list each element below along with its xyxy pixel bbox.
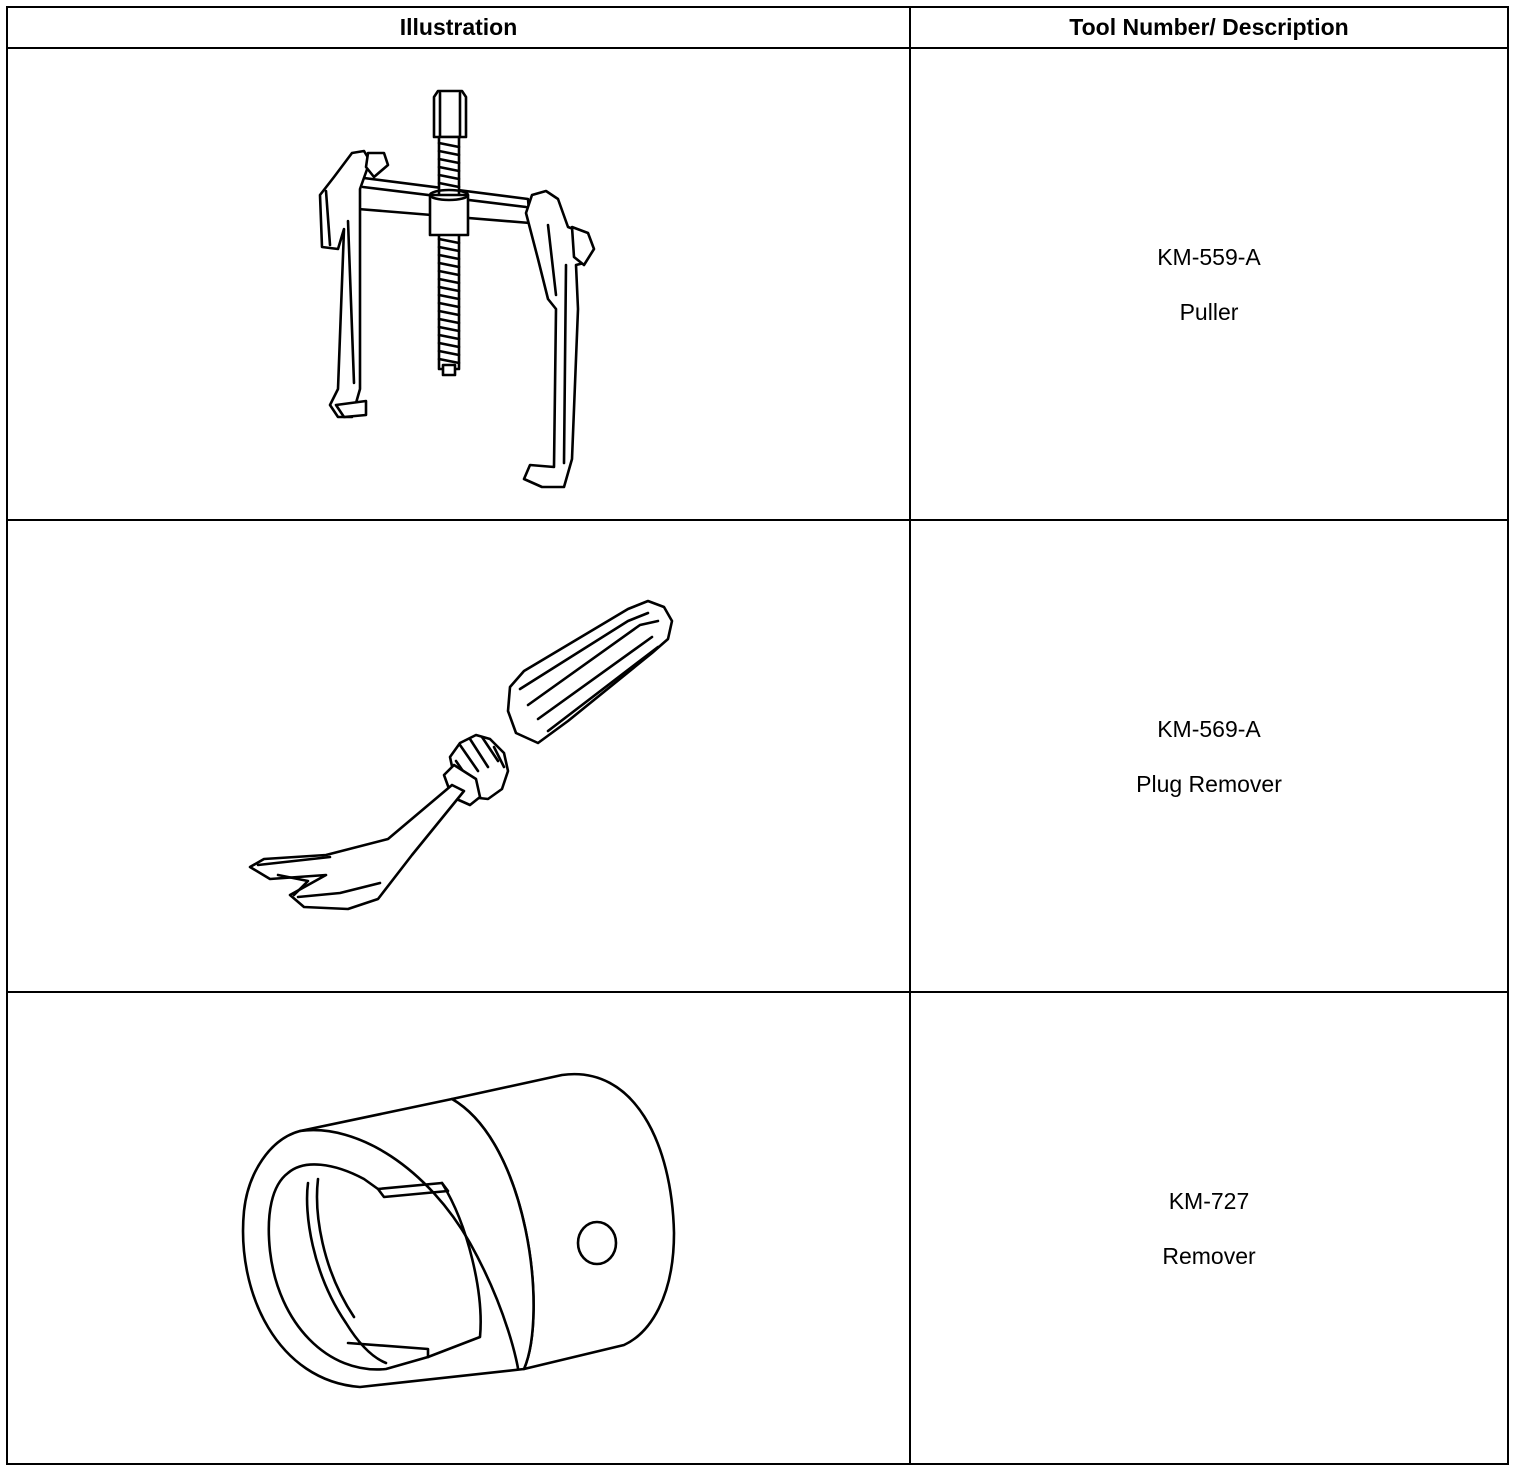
tool-number: KM-559-A [1157,243,1261,270]
header-row: Illustration Tool Number/ Description [6,6,1509,49]
table-row: KM-727 Remover [6,991,1509,1465]
table-row: KM-569-A Plug Remover [6,519,1509,993]
description-column-header: Tool Number/ Description [909,6,1509,49]
description-cell: KM-559-A Puller [909,47,1509,521]
tool-description: Puller [1179,298,1239,325]
tool-number: KM-569-A [1157,715,1261,742]
illustration-column-header: Illustration [6,6,911,49]
table-row: KM-559-A Puller [6,47,1509,521]
tool-number: KM-727 [1168,1187,1250,1214]
illustration-cell [6,47,911,521]
special-tools-table: Illustration Tool Number/ Description [6,6,1509,1465]
description-cell: KM-569-A Plug Remover [909,519,1509,993]
forked-plug-remover-illustration [248,599,674,911]
slotted-sleeve-remover-illustration [241,1072,676,1389]
tool-description: Plug Remover [1136,770,1282,797]
two-jaw-puller-illustration [318,89,596,489]
illustration-cell [6,991,911,1465]
illustration-cell [6,519,911,993]
description-cell: KM-727 Remover [909,991,1509,1465]
tool-description: Remover [1162,1242,1256,1269]
